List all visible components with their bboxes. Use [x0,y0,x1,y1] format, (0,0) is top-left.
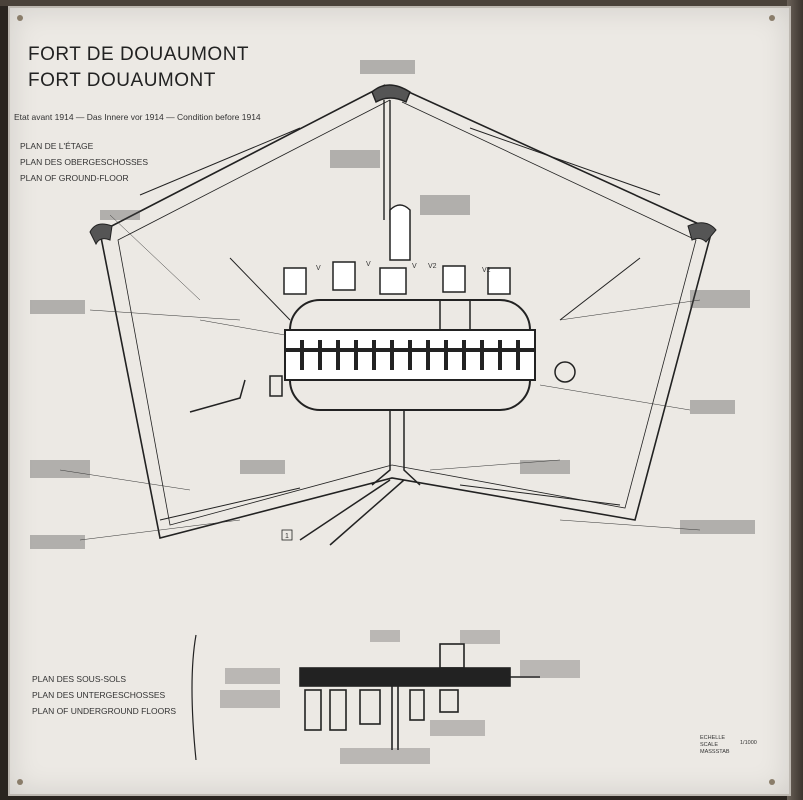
scale-label-en: SCALE [700,742,719,748]
lower-plan-title-en: PLAN OF UNDERGROUND FLOORS [32,706,177,716]
marker-v3: V [412,263,417,270]
scale-label-fr: ECHELLE [700,735,726,741]
underground-annotations [220,630,580,764]
annotation-text-blocks [30,60,755,549]
lower-plan-title-de: PLAN DES UNTERGESCHOSSES [32,690,166,700]
mounting-screws [17,15,775,785]
marker-v4: V2 [428,263,437,270]
west-caponier [89,223,113,246]
lower-plan-title-fr: PLAN DES SOUS-SOLS [32,674,127,684]
upper-plan-title-de: PLAN DES OBERGESCHOSSES [20,157,149,167]
upper-plan-title-fr: PLAN DE L'ÉTAGE [20,141,94,151]
wall-top [0,0,803,6]
scale-label-de: MASSSTAB [700,749,730,755]
sign-panel [8,6,791,796]
north-caponier [371,84,411,220]
marker-v5: V2 [482,267,491,274]
wall-right [787,0,803,800]
marker-v1: V [316,265,321,272]
title-french: FORT DE DOUAUMONT [28,44,250,65]
turret-markers: V V V V2 V2 1 [281,261,491,541]
marker-box: 1 [285,533,289,540]
marker-v2: V [366,261,371,268]
east-caponier [687,222,717,243]
section-bracket [191,634,197,761]
annotation-leaders [59,214,701,541]
ditch-lines [139,127,661,521]
upper-plan-title-en: PLAN OF GROUND-FLOOR [20,173,129,183]
central-barracks [284,299,536,411]
scale-value: 1/1000 [740,740,757,746]
gorge-entrance [189,361,576,546]
title-english: FORT DOUAUMONT [28,70,216,91]
turrets [283,204,511,295]
underground-plan [299,643,540,750]
subtitle: Etat avant 1914 — Das Innere vor 1914 — … [14,112,261,122]
